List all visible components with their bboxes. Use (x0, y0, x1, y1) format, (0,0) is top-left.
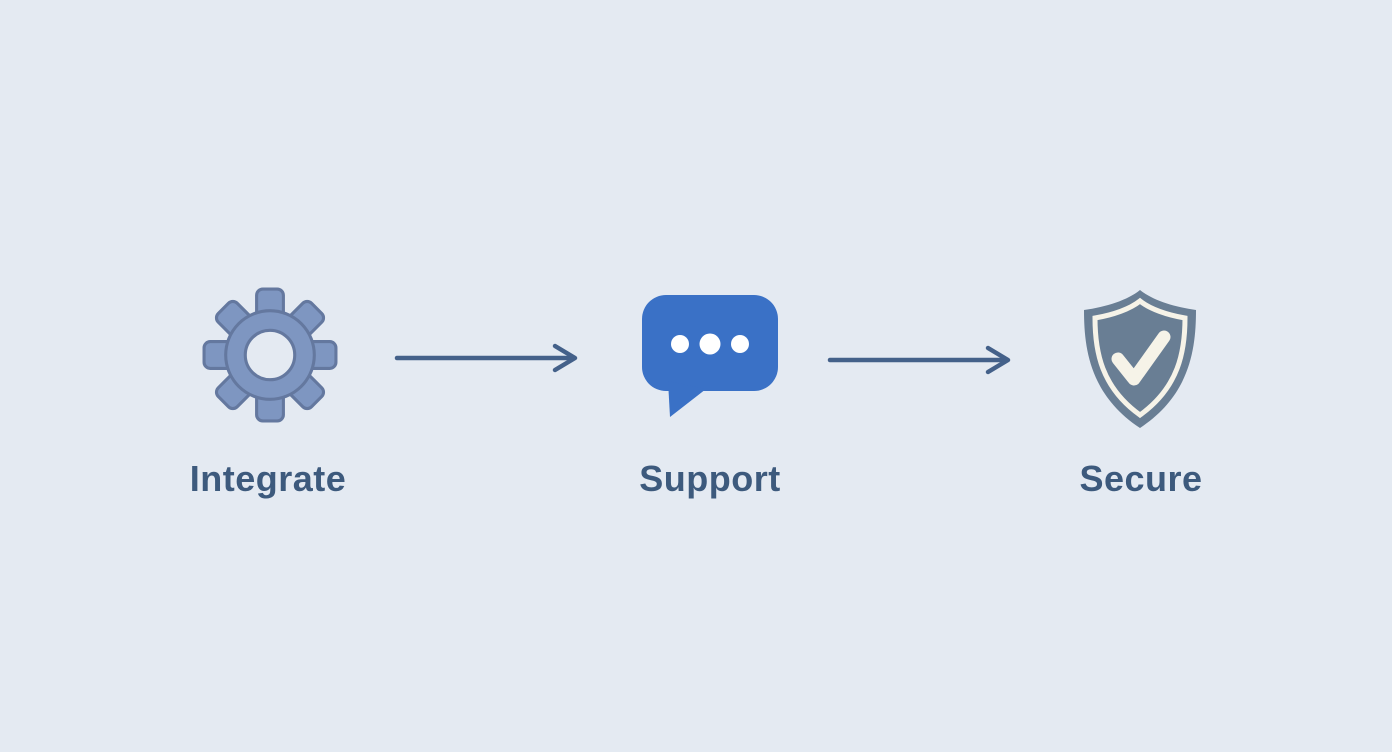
bubble-body (642, 295, 778, 417)
step-label-secure: Secure (1079, 458, 1203, 499)
step-label-integrate: Integrate (189, 458, 347, 499)
flow-arrow-2 (826, 344, 1016, 376)
chat-bubble-icon-svg (642, 295, 778, 417)
gear-hole (243, 328, 297, 382)
shield-inner-outline (1092, 297, 1188, 419)
chat-bubble-icon (640, 293, 780, 419)
shield-check-icon (1074, 287, 1206, 431)
arrow-icon (827, 345, 1011, 375)
gear-icon-svg (202, 287, 338, 423)
step-label-support: Support (639, 458, 781, 499)
shield-body (1084, 290, 1196, 428)
flow-arrow-1 (393, 342, 583, 374)
gear-icon (202, 287, 338, 423)
bubble-dots (671, 333, 749, 355)
arrow-icon (394, 343, 578, 373)
shield-check-icon-svg (1084, 290, 1196, 428)
check-mark (1111, 330, 1171, 386)
